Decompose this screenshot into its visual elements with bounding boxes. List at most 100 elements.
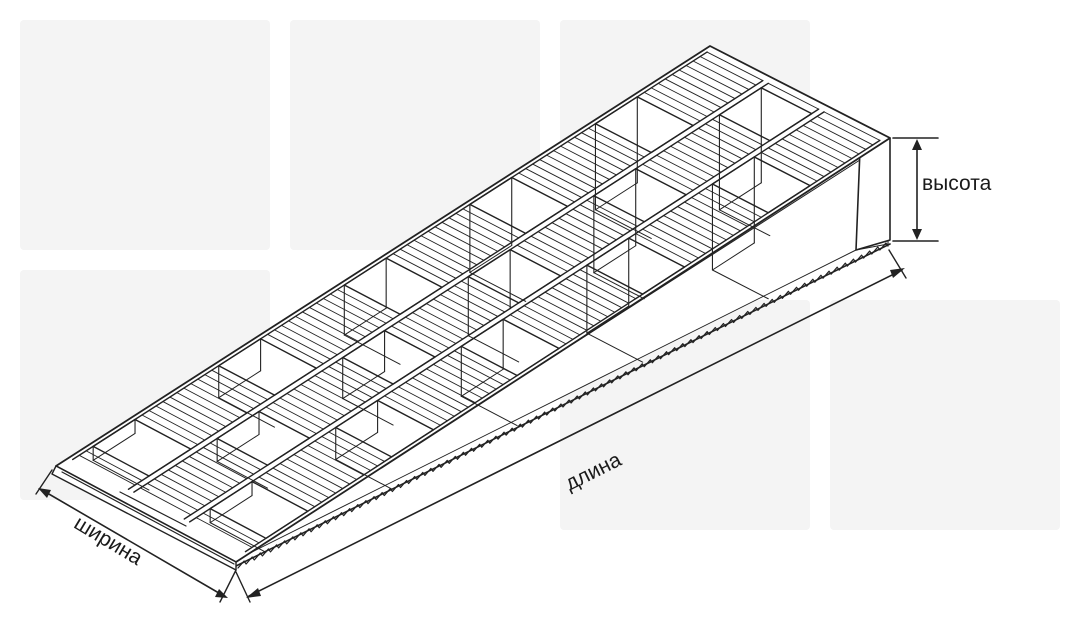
deck-cell xyxy=(343,257,443,315)
deck-slat xyxy=(439,294,492,322)
deck-slat xyxy=(286,458,344,490)
deck-slat xyxy=(656,154,708,182)
height-dimension: высота xyxy=(892,137,992,242)
cell-floor xyxy=(209,522,267,553)
cell-floor xyxy=(218,397,276,428)
deck-slat xyxy=(399,248,457,279)
deck-slat xyxy=(406,244,464,275)
deck-slat xyxy=(705,188,762,218)
deck-slat xyxy=(460,280,513,308)
deck-slat xyxy=(329,293,387,324)
cell-floor xyxy=(467,335,520,363)
deck-slat xyxy=(293,388,345,417)
deck-slat xyxy=(314,375,366,403)
deck-slat xyxy=(670,210,727,241)
deck-slat xyxy=(209,442,262,471)
deck-slat xyxy=(78,454,136,486)
deck-slat xyxy=(398,386,455,417)
deck-slat xyxy=(328,366,380,394)
deck-slat xyxy=(795,129,853,159)
deck-slat xyxy=(579,269,637,300)
deck-slat xyxy=(195,451,248,480)
deck-slat xyxy=(774,142,832,173)
cell-floor xyxy=(594,182,638,211)
deck-slat xyxy=(425,368,483,399)
deck-slat xyxy=(335,361,387,390)
deck-slat xyxy=(405,381,462,413)
deck-slat xyxy=(446,289,499,317)
deck-slat xyxy=(405,316,457,344)
deck-slat xyxy=(657,82,715,113)
deck-slat xyxy=(160,473,213,502)
deck-slat xyxy=(699,56,757,86)
cell-floor xyxy=(711,242,755,271)
deck-slat xyxy=(516,309,574,340)
deck-slat xyxy=(448,217,506,248)
deck-slat xyxy=(204,374,262,405)
deck-slat xyxy=(706,51,764,82)
deck-slat xyxy=(336,289,394,320)
deck-slat xyxy=(523,240,575,268)
cell-floor xyxy=(343,334,401,365)
cell-floor xyxy=(593,272,645,300)
deck-slat xyxy=(321,370,373,399)
deck-slat xyxy=(267,333,324,365)
deck-slat xyxy=(650,87,708,117)
deck-slat xyxy=(413,239,471,270)
deck-slat xyxy=(146,482,199,511)
deck-slat xyxy=(274,329,331,360)
deck-slat xyxy=(530,300,588,331)
deck-slat xyxy=(530,235,582,263)
deck-slat xyxy=(420,235,478,266)
deck-cell xyxy=(460,318,560,377)
height-label: высота xyxy=(922,172,992,195)
deck-slat xyxy=(767,82,820,110)
deck-slat xyxy=(663,150,715,178)
deck-slat xyxy=(446,354,504,386)
deck-slat xyxy=(664,78,722,108)
cell-floor xyxy=(342,398,394,426)
deck-slat xyxy=(195,517,253,548)
deck-slat xyxy=(188,455,241,484)
deck-slat xyxy=(321,436,379,467)
deck-cell xyxy=(594,96,694,154)
deck-slat xyxy=(314,440,372,471)
deck-slat xyxy=(788,133,846,164)
deck-slat xyxy=(427,230,485,261)
deck-slat xyxy=(816,115,874,146)
deck-slat xyxy=(539,159,596,189)
deck-slat xyxy=(455,212,513,243)
deck-slat xyxy=(642,228,699,259)
cell-floor xyxy=(343,307,387,336)
deck-slat xyxy=(691,132,743,160)
deck-slat xyxy=(302,311,359,342)
deck-slat xyxy=(698,127,750,155)
deck-slat xyxy=(293,454,351,485)
deck-slat xyxy=(265,406,317,435)
deck-slat xyxy=(300,384,352,412)
cell-floor xyxy=(718,209,771,237)
deck-slat xyxy=(162,401,220,432)
deck-cell xyxy=(593,168,687,223)
deck-slat xyxy=(300,449,358,480)
deck-slat xyxy=(574,136,631,167)
deck-slat xyxy=(462,208,520,239)
deck-slat xyxy=(532,163,589,194)
deck-slat xyxy=(308,306,366,338)
ramp-deck-detail xyxy=(71,51,881,553)
deck-slat xyxy=(670,145,722,173)
deck-slat xyxy=(211,369,269,401)
deck-slat xyxy=(202,512,260,544)
deck-slat xyxy=(412,377,469,408)
deck-slat xyxy=(432,298,485,326)
deck-slat xyxy=(181,460,234,489)
deck-slat xyxy=(809,120,867,150)
deck-slat xyxy=(167,469,220,498)
deck-slat xyxy=(677,206,734,236)
deck-slat xyxy=(684,136,736,164)
deck-slat xyxy=(663,215,720,245)
deck-slat xyxy=(712,118,764,146)
deck-slat xyxy=(546,154,603,185)
deck-slat xyxy=(295,315,352,347)
deck-slat xyxy=(558,217,610,245)
